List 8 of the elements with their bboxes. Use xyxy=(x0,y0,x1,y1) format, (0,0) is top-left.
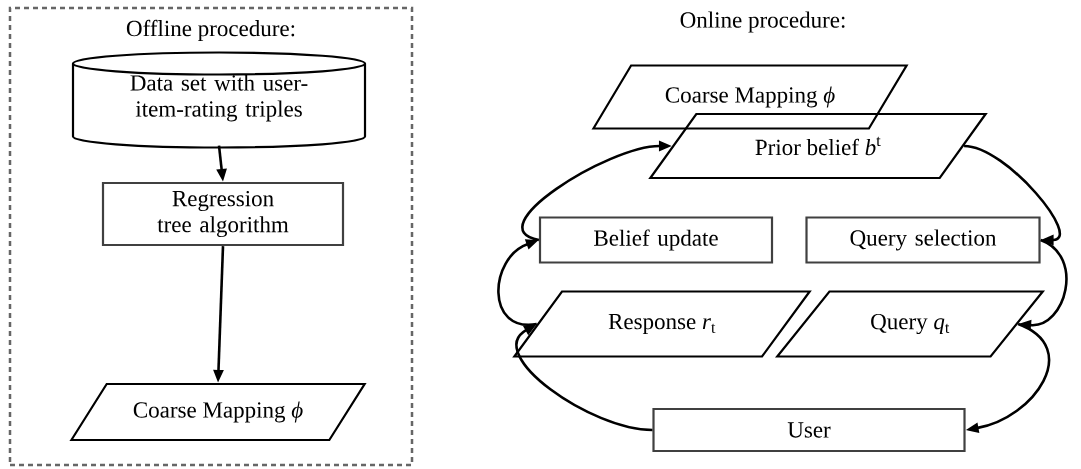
process-box: Query selection xyxy=(805,216,1041,264)
heading: Online procedure: xyxy=(680,11,845,33)
process-box: Belief update xyxy=(538,216,774,264)
arrow xyxy=(515,324,653,432)
database-cylinder: Data set with user-item-rating triples xyxy=(71,51,367,149)
arrow xyxy=(963,144,1061,246)
process-box: User xyxy=(652,407,966,453)
process-box: Regression tree algorithm xyxy=(101,181,345,247)
